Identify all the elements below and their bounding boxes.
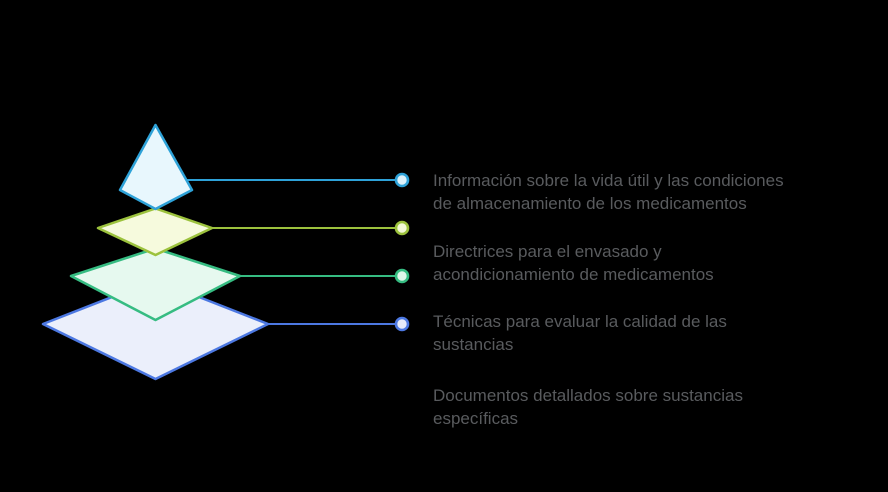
label-level-1-line-1: Información sobre la vida útil y las con… [433, 171, 784, 190]
label-level-3-line-2: sustancias [433, 335, 514, 354]
connector-dot-1 [394, 172, 410, 188]
label-level-4-line-2: específicas [433, 409, 519, 428]
label-level-3-line-1: Técnicas para evaluar la calidad de las [433, 312, 727, 331]
connector-dot-4 [394, 316, 410, 332]
pyramid-level-3-shape [69, 247, 242, 322]
label-level-1: Información sobre la vida útil y las con… [433, 169, 784, 215]
label-level-4-line-1: Documentos detallados sobre sustancias [433, 386, 743, 405]
connector-dot-3 [394, 268, 410, 284]
label-level-2-line-2: acondicionamiento de medicamentos [433, 265, 714, 284]
label-level-2-line-1: Directrices para el envasado y [433, 242, 662, 261]
connector-dot-2 [394, 220, 410, 236]
pyramid-level-2-shape [96, 207, 214, 257]
label-level-2: Directrices para el envasado y acondicio… [433, 240, 714, 286]
label-level-3: Técnicas para evaluar la calidad de las … [433, 310, 727, 356]
label-level-4: Documentos detallados sobre sustancias e… [433, 384, 743, 430]
pyramid-level-1-shape [118, 123, 194, 211]
pyramid-level-4-shape [41, 278, 270, 381]
label-level-1-line-2: de almacenamiento de los medicamentos [433, 194, 747, 213]
